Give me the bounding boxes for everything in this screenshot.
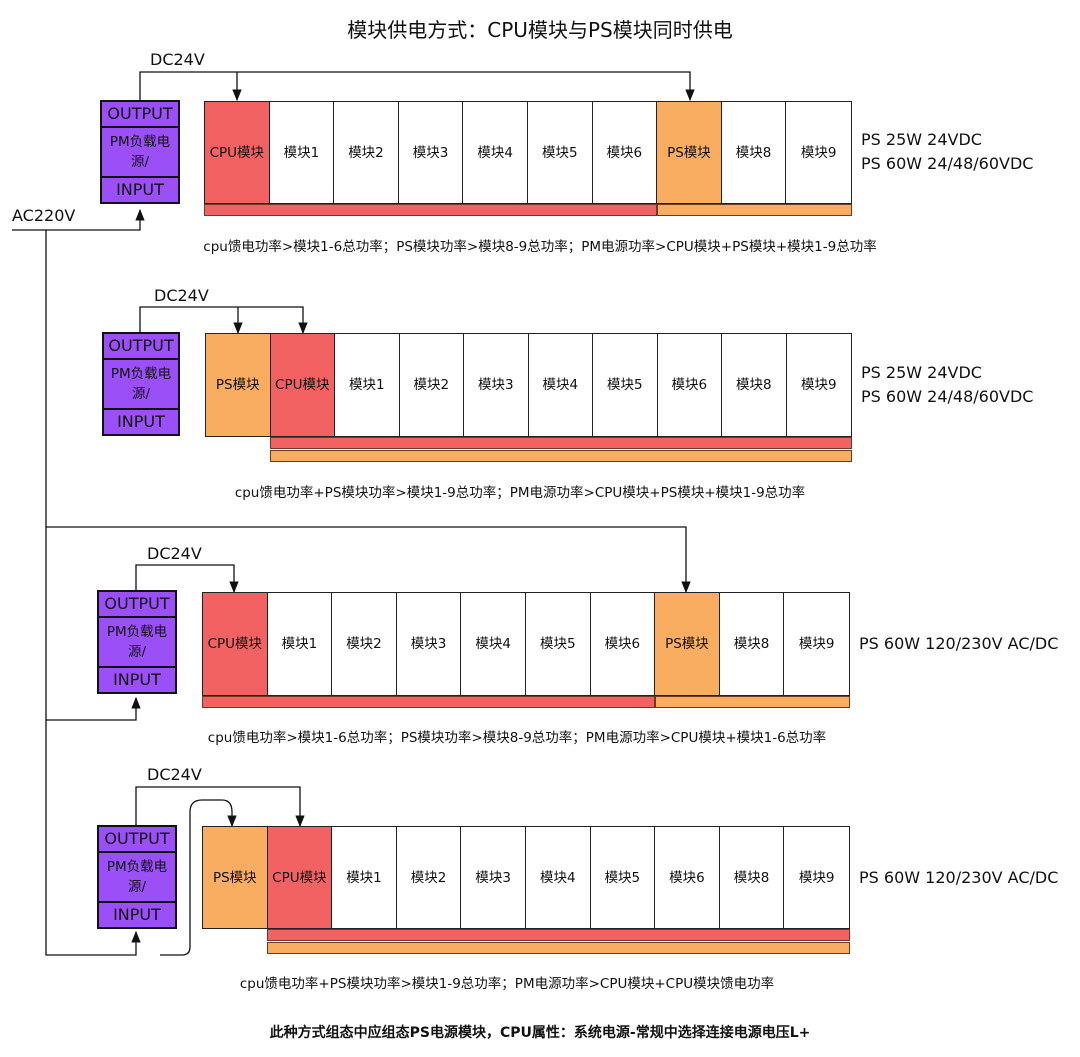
dc24v-label: DC24V — [150, 50, 205, 69]
cpu-module: CPU模块 — [267, 827, 333, 928]
io-module: 模块5 — [525, 593, 591, 695]
io-module: 模块1 — [335, 334, 400, 436]
ps-module: PS模块 — [206, 334, 271, 436]
io-module: 模块2 — [399, 334, 464, 436]
io-module: 模块4 — [461, 593, 526, 695]
dc24v-section4-line — [135, 786, 305, 828]
ps-spec-line: PS 25W 24VDC — [861, 130, 982, 149]
cpu-power-bus-bar — [267, 929, 850, 941]
dc24v-section3-line — [135, 564, 239, 594]
cpu-power-bus-bar — [204, 204, 657, 216]
ps-module: PS模块 — [657, 102, 722, 203]
ps-spec-line: PS 60W 24/48/60VDC — [861, 154, 1034, 173]
ps-spec-list: PS 60W 120/230V AC/DC — [859, 632, 1058, 656]
dc24v-section2-line — [139, 306, 308, 335]
pm-output-label: OUTPUT — [99, 592, 175, 618]
power-rule-note: cpu馈电功率+PS模块功率>模块1-9总功率；PM电源功率>CPU模块+CPU… — [239, 976, 775, 992]
pm-name-label: PM负载电源/ — [110, 366, 172, 402]
io-module: 模块5 — [593, 334, 658, 436]
cpu-power-bus-bar — [202, 696, 655, 708]
ps-spec-line: PS 60W 120/230V AC/DC — [859, 868, 1059, 887]
dc24v-section4-ps-line — [160, 799, 237, 956]
power-rule-note: cpu馈电功率>模块1-6总功率；PS模块功率>模块8-9总功率；PM电源功率>… — [203, 239, 877, 255]
io-module: 模块3 — [396, 593, 462, 695]
io-module: 模块8 — [722, 334, 787, 436]
power-rule-note: cpu馈电功率+PS模块功率>模块1-9总功率；PM电源功率>CPU模块+PS模… — [234, 485, 806, 501]
footer-note: 此种方式组态中应组态PS电源模块，CPU属性：系统电源-常规中选择连接电源电压L… — [269, 1025, 811, 1041]
ac220v-bus-line — [12, 208, 145, 231]
io-module: 模块6 — [590, 593, 656, 695]
pm-name-label: PM负载电源/ — [106, 859, 168, 895]
pm-output-label: OUTPUT — [104, 334, 178, 360]
cpu-module: CPU模块 — [203, 593, 268, 695]
io-module: 模块8 — [719, 827, 785, 928]
ps-spec-list: PS 25W 24VDC PS 60W 24/48/60VDC — [861, 128, 1033, 176]
io-module: 模块1 — [267, 593, 333, 695]
io-module: 模块3 — [464, 334, 529, 436]
pm-load-power-supply: OUTPUT PM负载电源/ INPUT — [102, 332, 180, 436]
dc24v-label: DC24V — [147, 765, 202, 784]
io-module: 模块9 — [784, 827, 849, 928]
io-module: 模块3 — [398, 102, 464, 203]
ps-spec-line: PS 25W 24VDC — [861, 363, 982, 382]
diagram-title: 模块供电方式：CPU模块与PS模块同时供电 — [347, 18, 733, 42]
ps-spec-line: PS 60W 120/230V AC/DC — [859, 634, 1059, 653]
pm-output-label: OUTPUT — [99, 827, 175, 853]
io-module: 模块6 — [657, 334, 722, 436]
ac-to-ps-section3-line — [46, 526, 691, 594]
pm-name-label: PM负载电源/ — [109, 134, 171, 170]
io-module: 模块4 — [528, 334, 593, 436]
ps-spec-line: PS 60W 24/48/60VDC — [861, 387, 1034, 406]
pm-output-label: OUTPUT — [102, 102, 178, 128]
ps-power-bus-bar — [267, 942, 850, 954]
io-module: 模块5 — [527, 102, 593, 203]
dc24v-section1-line — [139, 71, 695, 102]
ps-power-bus-bar — [657, 204, 852, 216]
pm-load-power-supply: OUTPUT PM负载电源/ INPUT — [100, 100, 180, 204]
io-module: 模块2 — [334, 102, 399, 203]
io-module: 模块2 — [332, 593, 397, 695]
io-module: 模块6 — [592, 102, 658, 203]
io-module: 模块1 — [269, 102, 335, 203]
io-module: 模块1 — [332, 827, 397, 928]
ps-module: PS模块 — [655, 593, 720, 695]
io-module: 模块4 — [525, 827, 591, 928]
ac-to-pm-section3-line — [46, 696, 141, 721]
io-module: 模块6 — [655, 827, 720, 928]
ps-module: PS模块 — [203, 827, 268, 928]
pm-input-label: INPUT — [102, 176, 178, 202]
io-module: 模块2 — [396, 827, 462, 928]
cpu-module: CPU模块 — [205, 102, 270, 203]
pm-input-label: INPUT — [99, 901, 175, 927]
pm-input-label: INPUT — [104, 408, 178, 434]
ac220v-label: AC220V — [12, 206, 76, 225]
io-module: 模块4 — [463, 102, 528, 203]
io-module: 模块9 — [786, 334, 851, 436]
ps-spec-list: PS 60W 120/230V AC/DC — [859, 866, 1058, 890]
cpu-power-bus-bar — [270, 437, 852, 449]
io-module: 模块9 — [786, 102, 851, 203]
ac220v-trunk-line — [45, 230, 141, 956]
dc24v-label: DC24V — [147, 544, 202, 563]
io-module: 模块5 — [590, 827, 656, 928]
ps-power-bus-bar — [655, 696, 850, 708]
ps-power-bus-bar — [270, 450, 852, 462]
io-module: 模块3 — [461, 827, 526, 928]
pm-input-label: INPUT — [99, 666, 175, 692]
pm-load-power-supply: OUTPUT PM负载电源/ INPUT — [97, 590, 177, 694]
pm-load-power-supply: OUTPUT PM负载电源/ INPUT — [97, 825, 177, 929]
cpu-module: CPU模块 — [270, 334, 335, 436]
ps-spec-list: PS 25W 24VDC PS 60W 24/48/60VDC — [861, 361, 1033, 409]
pm-name-label: PM负载电源/ — [106, 624, 168, 660]
io-module: 模块8 — [719, 593, 785, 695]
power-rule-note: cpu馈电功率>模块1-6总功率；PS模块功率>模块8-9总功率；PM电源功率>… — [207, 730, 827, 746]
io-module: 模块9 — [784, 593, 849, 695]
io-module: 模块8 — [721, 102, 787, 203]
dc24v-label: DC24V — [154, 286, 209, 305]
